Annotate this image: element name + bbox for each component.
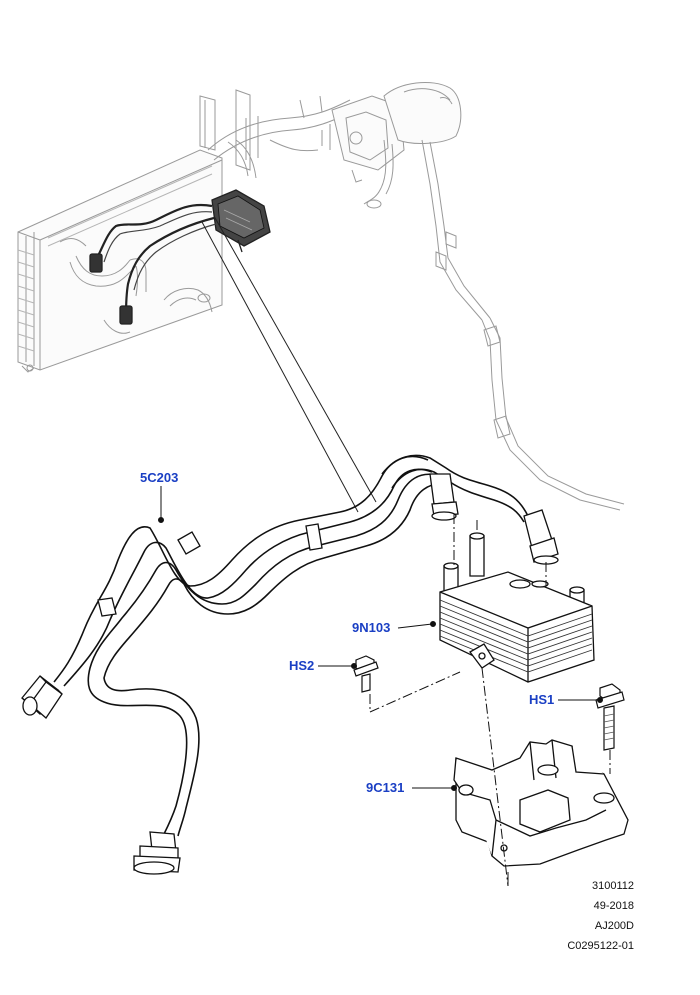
callout-5c203[interactable]: 5C203 [140, 470, 179, 485]
reference-line-3: AJ200D [594, 920, 634, 932]
reference-block: 3100112 49-2018 AJ200D C0295122-01 [567, 876, 634, 956]
bolt-hs1 [595, 683, 625, 751]
engine-pipework-ghost [207, 82, 625, 511]
reference-line-2: 49-2018 [593, 900, 634, 912]
cooler-bracket [453, 739, 629, 867]
oil-cooler [439, 532, 595, 683]
reference-line-4: C0295122-01 [567, 940, 634, 952]
zoom-leader-lines [201, 215, 377, 513]
callout-9n103[interactable]: 9N103 [352, 620, 391, 635]
callout-hs1[interactable]: HS1 [529, 692, 555, 707]
radiator [17, 89, 251, 373]
tube-assembly [21, 454, 559, 875]
coolant-hoses-ghost [59, 238, 213, 334]
quick-connector-upper-left [21, 675, 63, 719]
quick-connector-right [523, 509, 559, 565]
callout-9c131[interactable]: 9C131 [366, 780, 405, 795]
assembly-lines [369, 514, 611, 887]
quick-connector-lower-left [133, 831, 181, 875]
highlighted-cooler-assembly [89, 189, 271, 325]
engine-bay-context [17, 82, 625, 511]
callout-leaders [158, 486, 603, 791]
reference-line-1: 3100112 [591, 880, 634, 892]
quick-connector-top [429, 473, 459, 521]
bolt-hs2 [353, 655, 379, 693]
callout-hs2[interactable]: HS2 [289, 658, 315, 673]
